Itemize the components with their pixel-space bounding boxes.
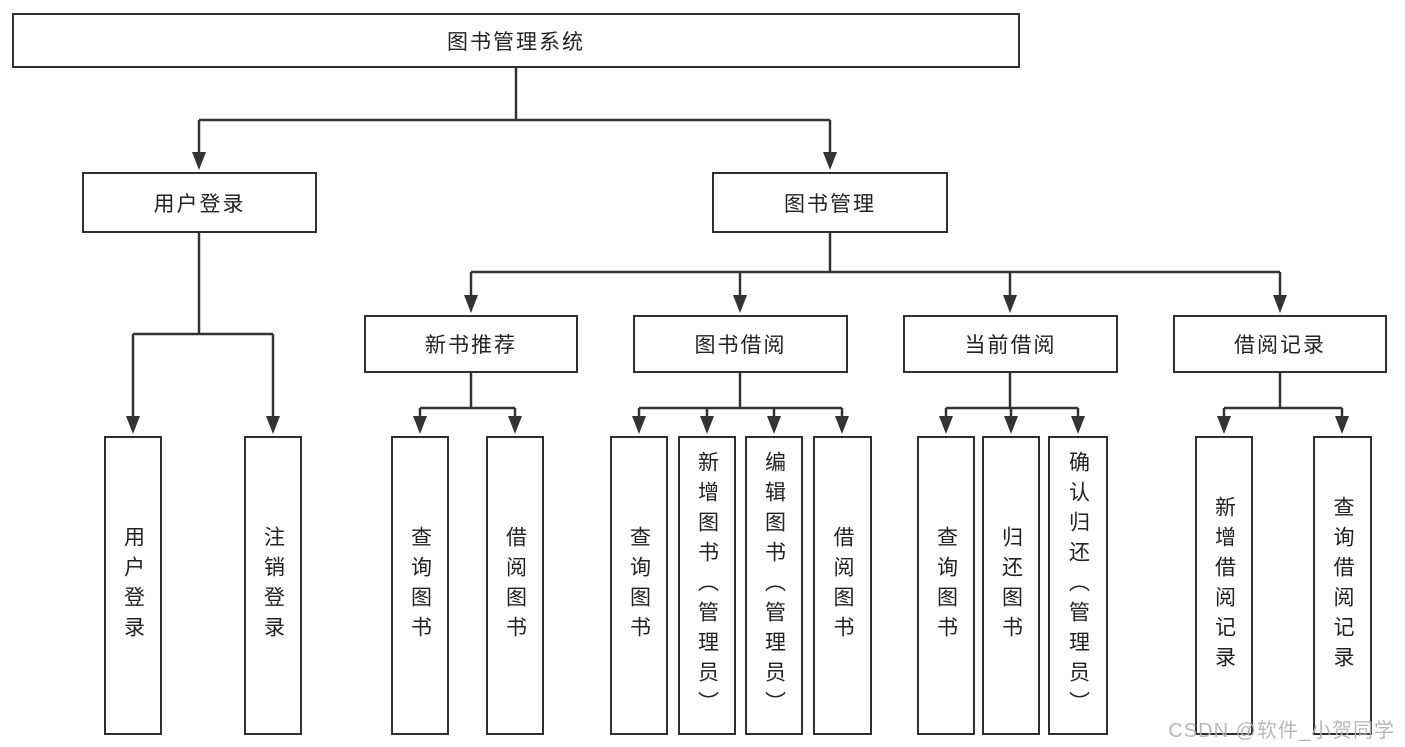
node-borrow-record-label: 借阅记录 (1234, 334, 1326, 357)
node-rec-borrow-book: 借阅图书 (486, 436, 544, 735)
node-bb-borrow-book-label: 借阅图书 (831, 525, 854, 646)
node-user-login: 用户登录 (82, 172, 317, 233)
connector-root-to-level2 (197, 68, 832, 155)
connector-current-children (944, 373, 1080, 419)
node-br-query-record: 查询借阅记录 (1313, 436, 1372, 735)
arrowheads (126, 152, 1349, 434)
node-cb-confirm-return-label: 确认归还（管理员） (1066, 450, 1090, 721)
node-root-label: 图书管理系统 (447, 30, 585, 54)
connector-recommend-children (418, 373, 517, 419)
node-bb-query-book-label: 查询图书 (627, 525, 651, 646)
node-cb-confirm-return: 确认归还（管理员） (1048, 436, 1108, 735)
node-br-query-record-label: 查询借阅记录 (1331, 495, 1354, 676)
connector-borrow-children (637, 373, 844, 419)
node-br-add-record: 新增借阅记录 (1195, 436, 1253, 735)
arrow-down-icon (835, 416, 849, 434)
node-leaf-logout: 注销登录 (244, 436, 302, 735)
connector-record-children (1222, 373, 1344, 419)
arrow-down-icon (1071, 416, 1085, 434)
connector-user-login-children (131, 233, 275, 419)
node-cb-return-book: 归还图书 (982, 436, 1040, 735)
node-bb-query-book: 查询图书 (610, 436, 668, 735)
node-br-add-record-label: 新增借阅记录 (1212, 495, 1236, 676)
arrow-down-icon (266, 416, 280, 434)
node-cb-query-book-label: 查询图书 (934, 525, 958, 646)
node-bb-add-book: 新增图书（管理员） (678, 436, 736, 735)
node-root: 图书管理系统 (12, 13, 1020, 68)
node-bb-edit-book: 编辑图书（管理员） (745, 436, 803, 735)
arrow-down-icon (192, 152, 206, 170)
arrow-down-icon (1217, 416, 1231, 434)
arrow-down-icon (733, 295, 747, 313)
arrow-down-icon (126, 416, 140, 434)
node-cb-query-book: 查询图书 (917, 436, 975, 735)
arrow-down-icon (464, 295, 478, 313)
node-user-login-label: 用户登录 (153, 192, 246, 216)
node-book-management-label: 图书管理 (784, 192, 876, 216)
arrow-down-icon (700, 416, 714, 434)
node-book-borrow: 图书借阅 (633, 315, 848, 373)
node-leaf-user-login: 用户登录 (104, 436, 162, 735)
arrow-down-icon (632, 416, 646, 434)
node-rec-query-book-label: 查询图书 (408, 525, 432, 646)
arrow-down-icon (767, 416, 781, 434)
arrow-down-icon (1335, 416, 1349, 434)
arrow-down-icon (1273, 295, 1287, 313)
connector-book-management-children (469, 233, 1282, 298)
arrow-down-icon (823, 152, 837, 170)
node-current-borrow: 当前借阅 (903, 315, 1118, 373)
node-leaf-logout-label: 注销登录 (261, 525, 285, 646)
node-bb-edit-book-label: 编辑图书（管理员） (762, 450, 786, 721)
arrow-down-icon (1004, 416, 1018, 434)
node-borrow-record: 借阅记录 (1173, 315, 1387, 373)
node-current-borrow-label: 当前借阅 (964, 334, 1057, 357)
node-new-book-recommend-label: 新书推荐 (425, 334, 517, 357)
node-new-book-recommend: 新书推荐 (364, 315, 578, 373)
arrow-down-icon (413, 416, 427, 434)
node-bb-add-book-label: 新增图书（管理员） (695, 450, 719, 721)
arrow-down-icon (1003, 295, 1017, 313)
arrow-down-icon (939, 416, 953, 434)
node-bb-borrow-book: 借阅图书 (813, 436, 872, 735)
arrow-down-icon (508, 416, 522, 434)
node-book-borrow-label: 图书借阅 (694, 334, 787, 357)
node-leaf-user-login-label: 用户登录 (121, 525, 145, 646)
node-rec-borrow-book-label: 借阅图书 (503, 525, 527, 646)
node-cb-return-book-label: 归还图书 (999, 525, 1023, 646)
node-book-management: 图书管理 (712, 172, 948, 233)
node-rec-query-book: 查询图书 (391, 436, 449, 735)
